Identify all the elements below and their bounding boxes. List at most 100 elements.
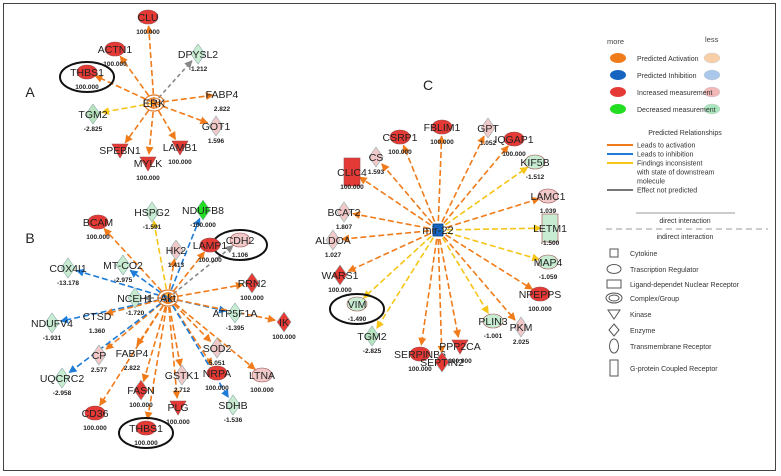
gstk1-edge: [167, 297, 184, 367]
node-label: FASN: [127, 385, 154, 397]
node-label: FABP4: [206, 89, 239, 101]
legend-swatch-more: [610, 53, 626, 63]
node-label: PPP2CA: [439, 341, 480, 353]
atp5f1a-node-shape: [227, 302, 243, 324]
bcat2-node-shape: [336, 201, 352, 223]
hub-node-inner: [146, 97, 162, 109]
node-thbs1b: THBS1 100.000: [118, 417, 174, 449]
hub-node-shape: [143, 94, 165, 112]
node-value: 2.822: [214, 106, 231, 113]
node-label: SDHB: [218, 400, 247, 412]
node-label: CP: [92, 350, 107, 362]
hub-label: ERK: [143, 98, 166, 110]
node-value: -1.720: [126, 310, 145, 317]
plin3-node-shape: [482, 313, 504, 329]
node-value: 100.000: [240, 295, 264, 302]
node-label: ATP5F1A: [213, 308, 258, 320]
node-value: 100.000: [198, 257, 222, 264]
mylk-node-shape: [139, 156, 157, 172]
legend-shape-label: Trascription Regulator: [630, 267, 699, 274]
node-value: 1.807: [336, 224, 353, 231]
node-label: FABP4: [116, 348, 149, 360]
csrp1-edge: [402, 144, 439, 231]
node-value: 100.000: [250, 387, 274, 394]
uqcrc2-edge: [68, 297, 169, 374]
ik-edge: [167, 297, 276, 323]
node-label: IQGAP1: [494, 134, 533, 146]
node-label: CDH2: [226, 235, 255, 247]
node-label: HSPG2: [134, 207, 170, 219]
node-label: NRPA: [203, 368, 231, 380]
panel-letter: B: [25, 230, 34, 246]
node-value: 5.051: [209, 360, 226, 367]
legend-shape-label: Enzyme: [630, 328, 655, 335]
node-value: 100.000: [502, 151, 526, 158]
node-value: 2.822: [124, 365, 141, 372]
fasn-node-shape: [133, 379, 149, 401]
node-label: CS: [369, 152, 384, 164]
gstk1-node-shape: [174, 364, 190, 386]
legend-col-less: less: [705, 35, 719, 44]
rrn2-node-shape: [244, 272, 260, 294]
legend-relationship-label: Effect not predicted: [637, 188, 697, 195]
mtco2-node-shape: [115, 254, 131, 276]
node-value: 100.000: [388, 149, 412, 156]
node-value: 1.596: [208, 138, 225, 145]
node-septin2: SEPTIN2: [420, 351, 464, 373]
legend-direct-label: direct interaction: [659, 218, 710, 225]
cs-node-shape: [368, 146, 384, 168]
lamp1-node-shape: [199, 237, 221, 253]
node-value: 100.000: [86, 234, 110, 241]
node-value: 2.025: [513, 339, 530, 346]
plg-node-shape: [169, 400, 187, 416]
legend-complex-icon-inner: [608, 294, 620, 302]
thbs1-node-shape: [76, 64, 98, 80]
thbs1-edge: [94, 75, 155, 104]
node-label: THBS1: [129, 423, 163, 435]
vim-node-shape: [346, 296, 368, 312]
node-value: 100.000: [75, 84, 99, 91]
figure-border: [3, 3, 776, 471]
thbs1b-edge: [144, 297, 169, 420]
ppp2ca-node-shape: [451, 339, 469, 355]
node-value: 100.000: [166, 419, 190, 426]
cd36-node-shape: [84, 405, 106, 421]
letm1-node-shape: [541, 213, 559, 243]
node-label: LAMB1: [163, 142, 198, 154]
node-label: CSRP1: [382, 132, 417, 144]
node-label: NDUFB8: [182, 205, 224, 217]
cp-node-shape: [91, 344, 107, 366]
legend-indirect-label: indirect interaction: [657, 234, 714, 241]
kif5b-node-shape: [524, 154, 546, 170]
node-label: PLIN3: [478, 316, 507, 328]
gpt-node-shape: [480, 117, 496, 139]
hub-label: mir-22: [422, 225, 453, 237]
mtco2-edge: [129, 269, 169, 299]
legend-relationship-label: with state of downstream: [636, 170, 715, 177]
legend-swatch-less: [703, 52, 721, 64]
legend-prediction-label: Predicted Activation: [637, 56, 699, 63]
spbn1-edge: [124, 102, 155, 144]
node-tgm2: TGM2-2.825: [78, 103, 108, 133]
plin3-edge: [437, 229, 490, 314]
node-plin3: PLIN3-1.001: [478, 313, 508, 340]
node-ndufb8: NDUFB8-100.000: [182, 199, 224, 229]
node-value: 100.000: [83, 425, 107, 432]
node-value: 100.000: [134, 440, 158, 447]
legend-swatch-less: [703, 103, 721, 115]
legend-col-more: more: [607, 37, 624, 46]
highlight-circle: [329, 293, 385, 325]
node-value: 1.360: [89, 328, 106, 335]
node-hspg2: HSPG2-1.591: [134, 201, 170, 231]
